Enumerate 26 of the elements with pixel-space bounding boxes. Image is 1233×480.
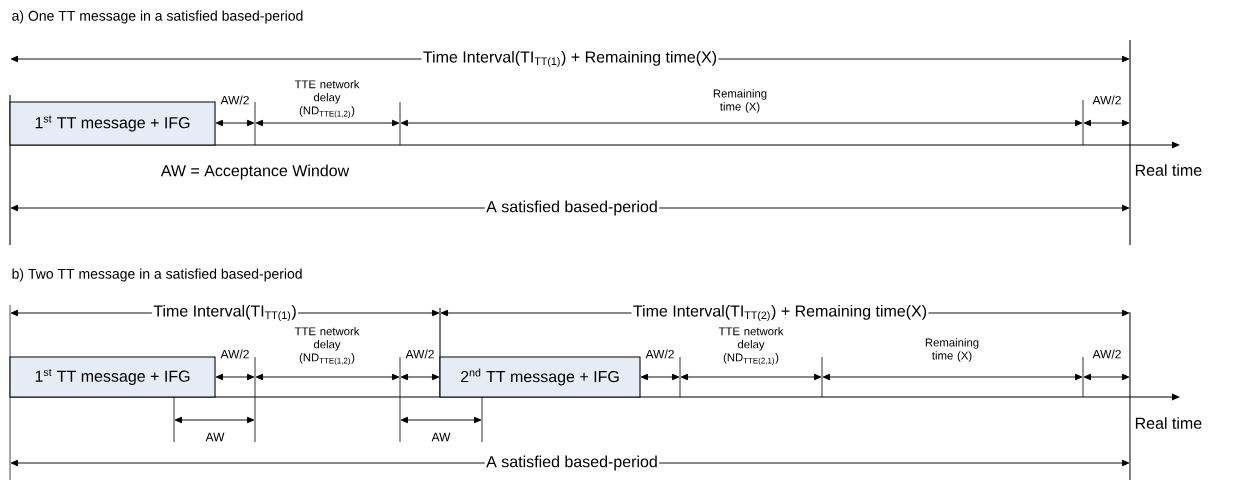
dimension-label: AW/2 bbox=[1092, 349, 1121, 359]
panel-title: b) Two TT message in a satisfied based-period bbox=[12, 268, 302, 282]
dimension-label: Time Interval(TI$_{TT(1)}$) bbox=[151, 303, 299, 323]
dimension-label: AW/2 bbox=[220, 95, 249, 105]
dimension-label: A satisfied based-period bbox=[484, 199, 660, 217]
dimension-label: TTE network delay (ND$_{TTE(2,1)}$) bbox=[718, 326, 784, 366]
panel-title: a) One TT message in a satisfied based-period bbox=[12, 10, 303, 24]
dimension-label: Time Interval(TI$_{TT(2)}$) + Remaining time(X) bbox=[631, 303, 929, 323]
dimension-label: AW/2 bbox=[405, 349, 434, 359]
dimension-label: AW bbox=[431, 432, 451, 442]
message-box: 2$^{nd}$ TT message + IFG bbox=[439, 356, 641, 398]
message-box: 1$^{st}$ TT message + IFG bbox=[9, 356, 216, 398]
dimension-label: TTE network delay (ND$_{TTE(1,2)}$) bbox=[294, 79, 360, 119]
note-text: AW = Acceptance Window bbox=[160, 164, 350, 180]
message-box: 1$^{st}$ TT message + IFG bbox=[9, 101, 216, 146]
dimension-label: Remaining time (X) bbox=[713, 89, 767, 113]
dimension-label: Remaining time (X) bbox=[925, 338, 979, 362]
dimension-label: Time Interval(TI$_{TT(1)}$) + Remaining time(X) bbox=[421, 49, 719, 69]
dimension-label: A satisfied based-period bbox=[484, 454, 660, 472]
dimension-label: AW/2 bbox=[1092, 95, 1121, 105]
dimension-label: AW bbox=[205, 432, 225, 442]
dimension-label: TTE network delay (ND$_{TTE(1,2)}$) bbox=[294, 326, 360, 366]
dimension-label: AW/2 bbox=[220, 349, 249, 359]
axis-label: Real time bbox=[1135, 164, 1202, 176]
axis-label: Real time bbox=[1135, 417, 1202, 429]
dimension-label: AW/2 bbox=[645, 349, 674, 359]
